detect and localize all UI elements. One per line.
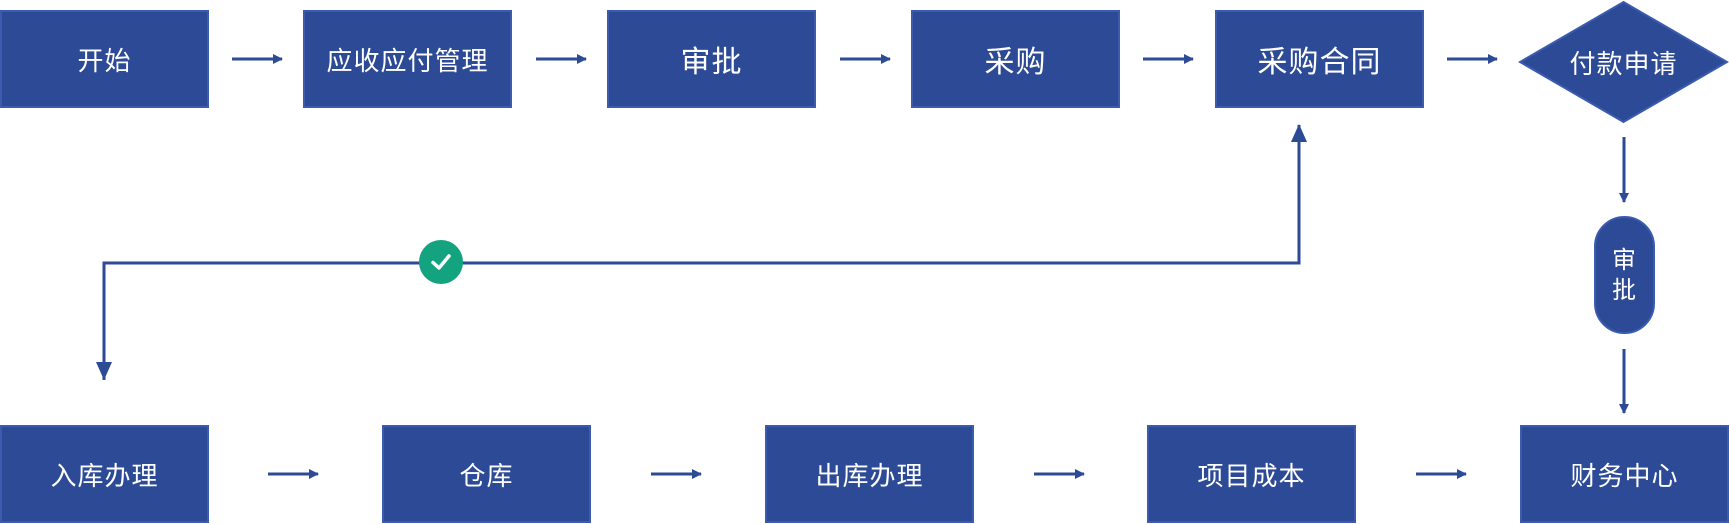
node-warehouse-label: 仓库 xyxy=(459,461,514,492)
diamond-shape xyxy=(1518,0,1729,124)
node-start-label: 开始 xyxy=(77,46,132,77)
node-payment-request-label: 付款申请 xyxy=(1569,49,1678,80)
node-warehouse: 仓库 xyxy=(382,425,591,523)
node-approval-pill: 审批 xyxy=(1594,216,1655,334)
node-approval: 审批 xyxy=(607,10,816,108)
node-purchase: 采购 xyxy=(911,10,1120,108)
node-purchase-contract-label: 采购合同 xyxy=(1257,45,1382,80)
node-approval-label: 审批 xyxy=(680,45,743,80)
node-purchase-label: 采购 xyxy=(984,45,1047,80)
node-start: 开始 xyxy=(0,10,209,108)
node-outbound-label: 出库办理 xyxy=(815,461,924,492)
node-inbound: 入库办理 xyxy=(0,425,209,523)
node-project-cost-label: 项目成本 xyxy=(1197,461,1306,492)
node-inbound-label: 入库办理 xyxy=(50,461,159,492)
check-circle-icon xyxy=(419,240,463,284)
node-finance-center-label: 财务中心 xyxy=(1570,461,1679,492)
feedback-path xyxy=(102,125,1301,380)
checkmark-icon xyxy=(431,254,451,270)
node-purchase-contract: 采购合同 xyxy=(1215,10,1424,108)
node-approval-2-label: 审批 xyxy=(1612,246,1637,304)
node-finance-center: 财务中心 xyxy=(1520,425,1729,523)
node-payment-request-diamond: 付款申请 xyxy=(1518,0,1729,124)
node-project-cost: 项目成本 xyxy=(1147,425,1356,523)
node-ar-ap-label: 应收应付管理 xyxy=(326,46,489,77)
node-outbound: 出库办理 xyxy=(765,425,974,523)
node-ar-ap-management: 应收应付管理 xyxy=(303,10,512,108)
